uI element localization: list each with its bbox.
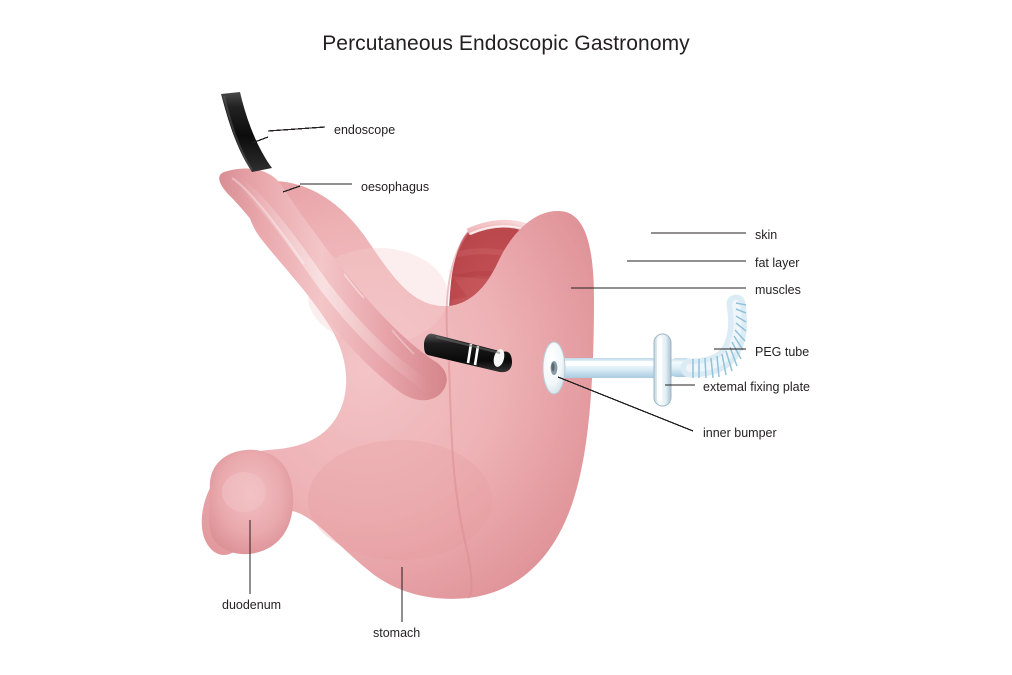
endoscope-tip bbox=[424, 333, 512, 373]
endoscope bbox=[221, 92, 272, 172]
label-skin: skin bbox=[755, 228, 778, 242]
label-oesophagus: oesophagus bbox=[361, 180, 430, 194]
leader-inner-bumper bbox=[557, 376, 694, 432]
peg-tube-ribbed-section bbox=[680, 294, 748, 379]
leader-endoscope bbox=[251, 136, 269, 144]
label-stomach: stomach bbox=[373, 626, 421, 640]
external-fixing-plate bbox=[653, 333, 672, 407]
label-fat-layer: fat layer bbox=[755, 256, 800, 270]
label-duodenum: duodenum bbox=[222, 598, 282, 612]
leader-endoscope2 bbox=[267, 126, 326, 132]
label-peg-tube: PEG tube bbox=[755, 345, 810, 359]
leader-lines bbox=[249, 126, 746, 622]
leader-oesophagus bbox=[282, 185, 301, 193]
inner-bumper bbox=[542, 341, 566, 395]
label-muscles: muscles bbox=[755, 283, 801, 297]
label-external-fixing-plate: extemal fixing plate bbox=[703, 380, 811, 394]
label-inner-bumper: inner bumper bbox=[703, 426, 777, 440]
peg-tube bbox=[542, 294, 748, 407]
page-title: Percutaneous Endoscopic Gastronomy bbox=[322, 32, 690, 55]
label-endoscope: endoscope bbox=[334, 123, 396, 137]
duodenum bbox=[209, 449, 294, 555]
oesophagus bbox=[219, 168, 447, 401]
